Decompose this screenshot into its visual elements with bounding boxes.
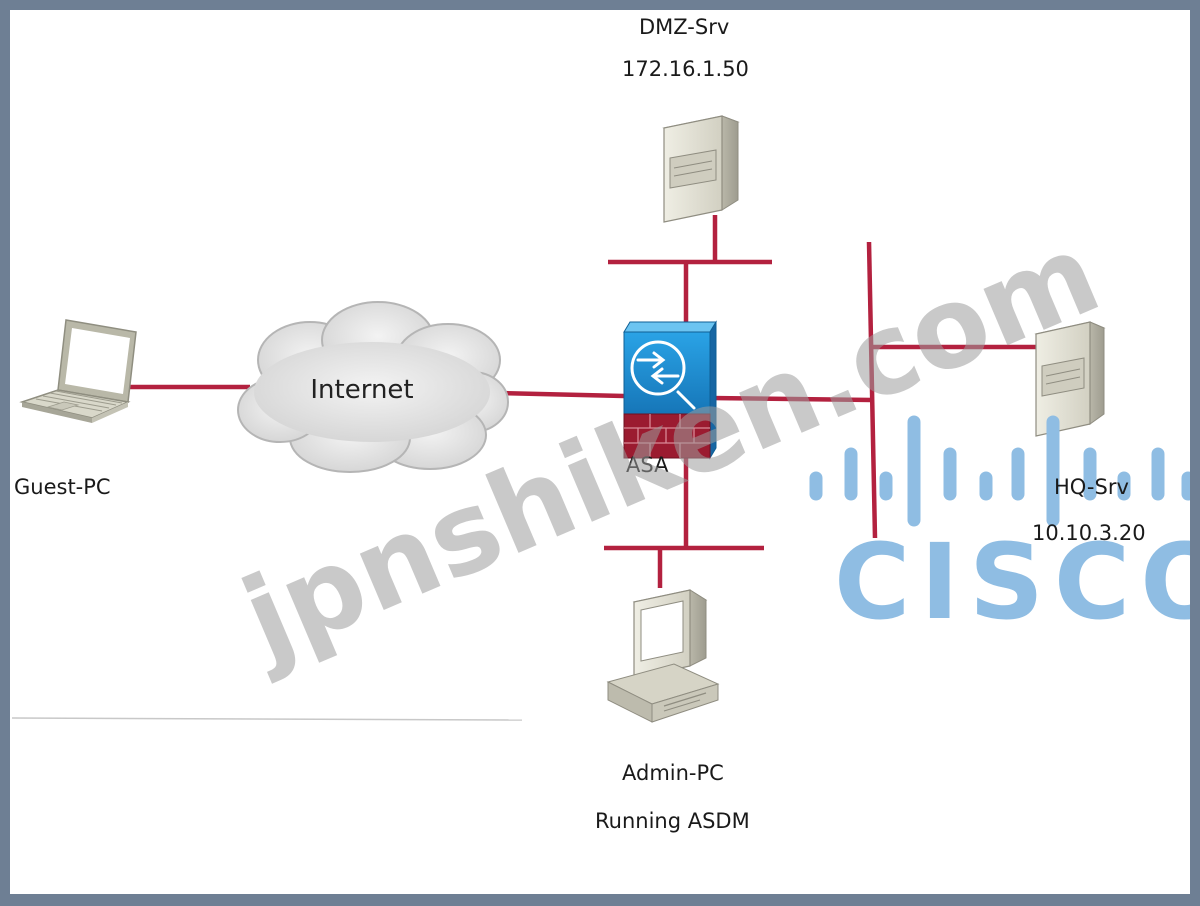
cisco-bars-logo xyxy=(809,415,1190,527)
link-asa-inside xyxy=(709,395,873,403)
hq-srv-label: HQ-Srv xyxy=(1054,475,1129,499)
dmz-srv-label: DMZ-Srv xyxy=(639,15,729,39)
internet-label: Internet xyxy=(310,375,413,405)
laptop-icon xyxy=(19,319,137,423)
divider-line xyxy=(11,717,523,721)
inside-segment-bus xyxy=(866,241,878,539)
firewall-icon xyxy=(623,320,717,460)
asa-label: ASA xyxy=(626,453,669,477)
desktop-computer-icon xyxy=(606,589,720,723)
cisco-logo-text: CISCO xyxy=(834,521,1190,643)
link-internet-asa xyxy=(497,390,625,399)
diagram-frame: Internet Guest-PC DMZ-Srv 172.16.1.50 xyxy=(10,10,1190,894)
admin-pc-note: Running ASDM xyxy=(595,809,750,833)
cloud-icon xyxy=(237,301,509,473)
network-links xyxy=(130,215,1036,588)
dmz-srv-ip: 172.16.1.50 xyxy=(622,57,749,81)
server-tower-icon xyxy=(662,115,740,223)
network-topology-diagram: Internet Guest-PC DMZ-Srv 172.16.1.50 xyxy=(11,15,1190,833)
admin-pc-label: Admin-PC xyxy=(622,761,724,785)
guest-pc-label: Guest-PC xyxy=(14,475,111,499)
server-tower-icon xyxy=(1034,321,1106,437)
hq-srv-ip: 10.10.3.20 xyxy=(1032,521,1146,545)
